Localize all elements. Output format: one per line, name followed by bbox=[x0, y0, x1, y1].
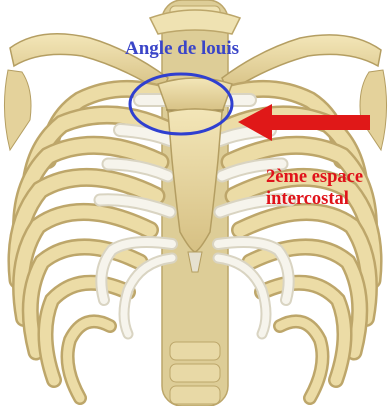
intercostal-space-label: 2ème espace intercostal bbox=[266, 166, 363, 210]
angle-de-louis-label: Angle de louis bbox=[125, 38, 239, 60]
cervical-vertebra bbox=[150, 10, 240, 34]
intercostal-label-line-1: 2ème espace bbox=[266, 166, 363, 188]
intercostal-label-line-2: intercostal bbox=[266, 188, 363, 210]
